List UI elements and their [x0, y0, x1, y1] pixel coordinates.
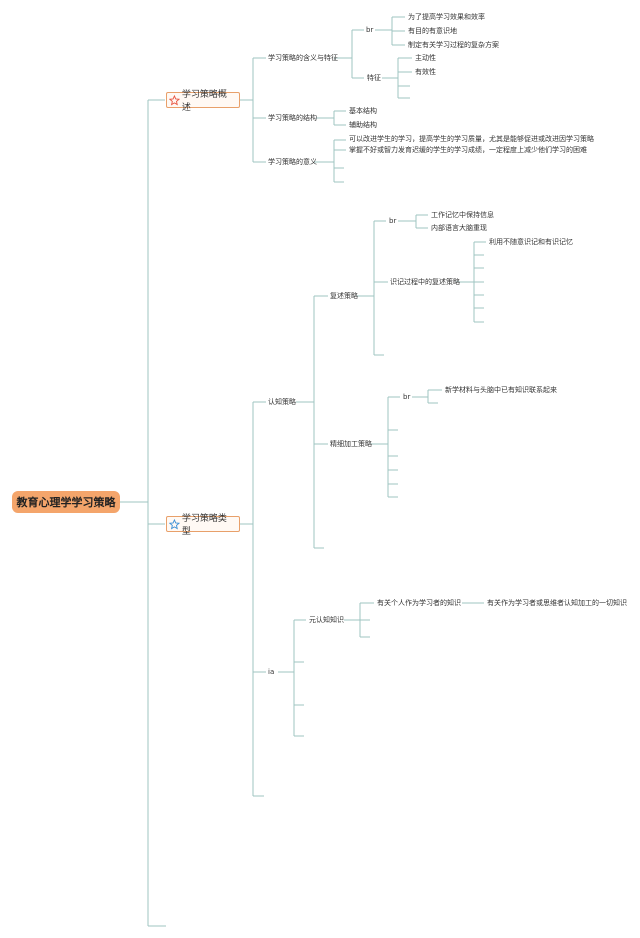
node-cognitive-strategy[interactable]: 认知策略 — [268, 398, 296, 406]
node-structure-auxiliary[interactable]: 辅助结构 — [349, 121, 377, 129]
node-significance-2[interactable]: 掌握不好或智力发育迟缓的学生的学习成绩，一定程度上减少他们学习的困难 — [349, 146, 587, 154]
node-br-2[interactable]: br — [389, 217, 397, 225]
node-meaning-features[interactable]: 学习策略的含义与特征 — [268, 54, 338, 62]
node-significance-1[interactable]: 可以改进学生的学习，提高学生的学习质量，尤其是能够促进或改进因学习策略 — [349, 135, 594, 143]
node-br2-item-1[interactable]: 工作记忆中保持信息 — [431, 211, 494, 219]
node-br1-item-2[interactable]: 有目的有意识地 — [408, 27, 457, 35]
root-node[interactable]: 教育心理学学习策略 — [12, 491, 120, 513]
root-label: 教育心理学学习策略 — [16, 496, 116, 509]
topic-overview[interactable]: 学习策略概述 — [166, 90, 240, 113]
node-br3-item-1[interactable]: 新学材料与头脑中已有知识联系起来 — [445, 386, 557, 394]
node-meta-item[interactable]: 有关个人作为学习者的知识 — [377, 599, 461, 607]
node-structure[interactable]: 学习策略的结构 — [268, 114, 317, 122]
node-elaboration[interactable]: 精细加工策略 — [330, 440, 372, 448]
node-br-3[interactable]: br — [403, 393, 411, 401]
node-br2-item-2[interactable]: 内部语言大脑重现 — [431, 224, 487, 232]
topic-overview-label: 学习策略概述 — [181, 90, 227, 113]
node-metacognitive-knowledge[interactable]: 元认知知识 — [309, 616, 344, 624]
star-outline-icon — [169, 94, 180, 105]
node-memory-item-1[interactable]: 利用不随意识记和有识记忆 — [489, 238, 573, 246]
node-features[interactable]: 特征 — [367, 74, 381, 82]
node-ia[interactable]: ia — [268, 668, 275, 676]
node-meta-detail[interactable]: 有关作为学习者或思维者认知加工的一切知识 — [487, 599, 627, 607]
node-significance[interactable]: 学习策略的意义 — [268, 158, 317, 166]
node-structure-basic[interactable]: 基本结构 — [349, 107, 377, 115]
node-br1-item-3[interactable]: 制定有关学习过程的复杂方案 — [408, 41, 499, 49]
topic-types-label: 学习策略类型 — [181, 514, 227, 537]
star-outline-icon — [169, 518, 180, 529]
topic-types[interactable]: 学习策略类型 — [166, 514, 240, 537]
node-memory-rehearsal[interactable]: 识记过程中的复述策略 — [390, 278, 460, 286]
node-feature-initiative[interactable]: 主动性 — [415, 54, 436, 62]
node-rehearsal[interactable]: 复述策略 — [330, 292, 358, 300]
node-feature-effectiveness[interactable]: 有效性 — [415, 68, 436, 76]
node-br-1[interactable]: br — [366, 26, 374, 34]
node-br1-item-1[interactable]: 为了提高学习效果和效率 — [408, 13, 485, 21]
